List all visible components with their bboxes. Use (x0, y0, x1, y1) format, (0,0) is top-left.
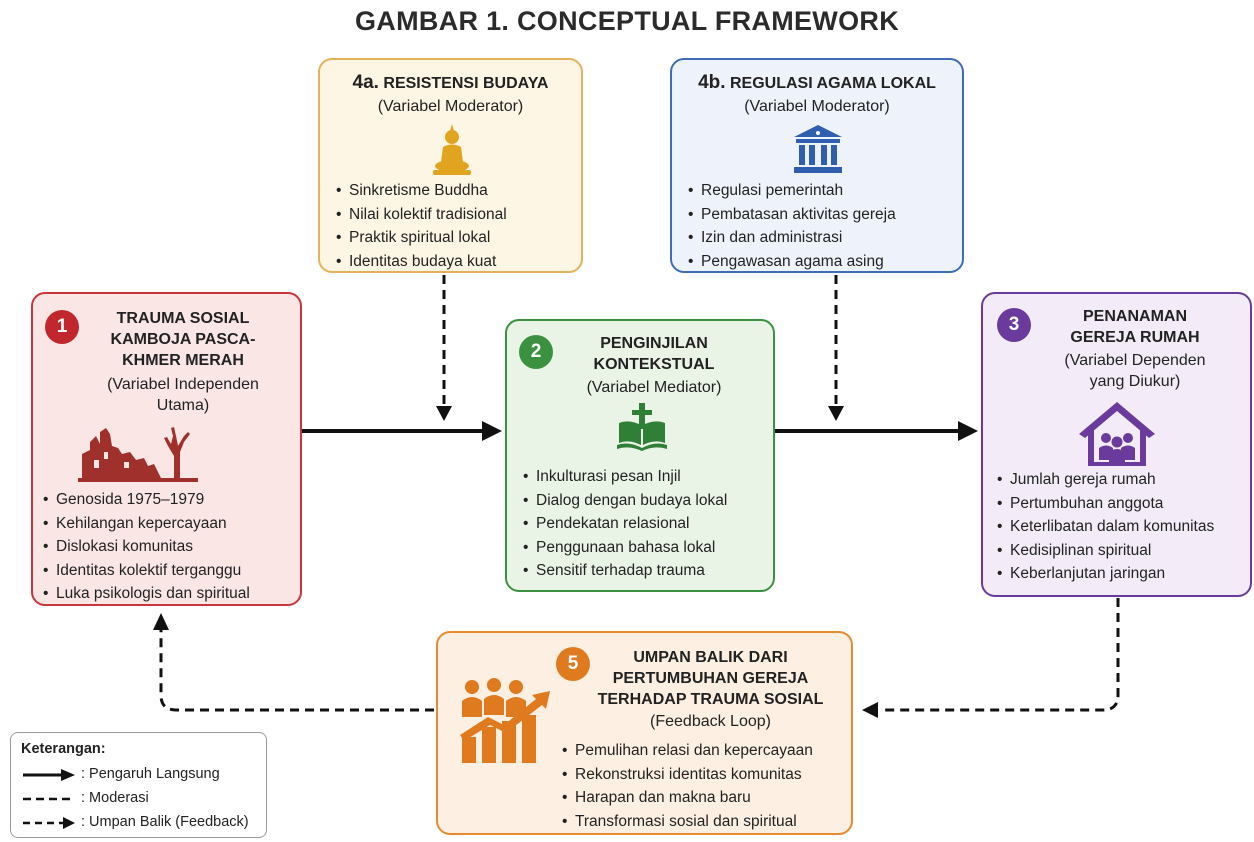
list-item: Transformasi sosial dan spiritual (562, 810, 813, 834)
penginjilan-kontekstual-box: 2 PENGINJILAN KONTEKSTUAL (Variabel Medi… (505, 319, 775, 592)
page-title: GAMBAR 1. CONCEPTUAL FRAMEWORK (355, 6, 899, 36)
box-5-title-line: PERTUMBUHAN GEREJA (612, 670, 809, 687)
bible-cross-icon (617, 403, 667, 451)
growth-people-icon (460, 678, 550, 763)
box-5-title-line: UMPAN BALIK DARI (633, 649, 788, 666)
number-badge-3: 3 (997, 308, 1031, 342)
house-church-icon (1079, 402, 1155, 466)
umpan-balik-box: 5 UMPAN BALIK DARI PERTUMBUHAN GEREJA TE… (436, 631, 853, 835)
list-item: Pengawasan agama asing (688, 250, 896, 274)
dashed-line-icon (23, 797, 75, 801)
list-item: Praktik spiritual lokal (336, 226, 507, 250)
legend-title: Keterangan: (21, 741, 106, 757)
box-3-title-line: PENANAMAN (1083, 308, 1187, 325)
list-item: Pembatasan aktivitas gereja (688, 203, 896, 227)
box-3-subtitle-line: (Variabel Dependen (1064, 352, 1206, 369)
list-item: Luka psikologis dan spiritual (43, 582, 250, 606)
list-item: Nilai kolektif tradisional (336, 203, 507, 227)
list-item: Pendekatan relasional (523, 512, 727, 536)
number-badge-5: 5 (556, 647, 590, 681)
list-item: Keterlibatan dalam komunitas (997, 515, 1214, 539)
list-item: Izin dan administrasi (688, 226, 896, 250)
list-item: Sinkretisme Buddha (336, 179, 507, 203)
regulasi-agama-box: 4b. REGULASI AGAMA LOKAL (Variabel Moder… (670, 58, 964, 273)
box-4a-label: 4a. (352, 72, 379, 93)
trauma-sosial-box: 1 TRAUMA SOSIAL KAMBOJA PASCA- KHMER MER… (31, 292, 302, 606)
list-item: Jumlah gereja rumah (997, 468, 1214, 492)
list-item: Pertumbuhan anggota (997, 492, 1214, 516)
number-badge-2: 2 (519, 335, 553, 369)
box-5-subtitle: (Feedback Loop) (650, 713, 771, 730)
box-4a-title: RESISTENSI BUDAYA (383, 75, 549, 92)
list-item: Rekonstruksi identitas komunitas (562, 763, 813, 787)
list-item: Penggunaan bahasa lokal (523, 536, 727, 560)
list-item: Identitas budaya kuat (336, 250, 507, 274)
list-item: Harapan dan makna baru (562, 786, 813, 810)
legend: Keterangan: : Pengaruh Langsung : Modera… (10, 732, 267, 838)
legend-label: : Umpan Balik (Feedback) (81, 814, 249, 830)
arrow-1-to-2 (302, 421, 502, 441)
list-item: Sensitif terhadap trauma (523, 559, 727, 583)
moderation-arrow-4a (436, 275, 452, 421)
box-1-subtitle-line: Utama) (156, 397, 210, 414)
list-item: Kedisiplinan spiritual (997, 539, 1214, 563)
list-item: Identitas kolektif terganggu (43, 559, 250, 583)
box-1-title-line: KAMBOJA PASCA- (110, 331, 256, 348)
box-3-subtitle-line: yang Diukur) (1089, 373, 1181, 390)
number-badge-1: 1 (45, 310, 79, 344)
box-1-title-line: KHMER MERAH (122, 352, 244, 369)
box-4b-label: 4b. (698, 72, 726, 93)
resistensi-budaya-box: 4a. RESISTENSI BUDAYA (Variabel Moderato… (318, 58, 583, 273)
feedback-arrow-5-to-1 (153, 613, 434, 712)
box-4b-title: REGULASI AGAMA LOKAL (729, 75, 936, 92)
list-item: Dislokasi komunitas (43, 535, 250, 559)
list-item: Kehilangan kepercayaan (43, 512, 250, 536)
ruins-icon (78, 427, 198, 482)
solid-arrow-icon (23, 769, 75, 781)
box-2-title-line: PENGINJILAN (600, 335, 708, 352)
list-item: Pemulihan relasi dan kepercayaan (562, 739, 813, 763)
list-item: Inkulturasi pesan Injil (523, 465, 727, 489)
list-item: Keberlanjutan jaringan (997, 562, 1214, 586)
legend-label: : Pengaruh Langsung (81, 766, 220, 782)
box-1-title-line: TRAUMA SOSIAL (116, 310, 250, 327)
box-1-subtitle-line: (Variabel Independen (107, 376, 259, 393)
moderation-arrow-4b (828, 275, 844, 421)
box-2-title-line: KONTEKSTUAL (593, 356, 715, 373)
penanaman-gereja-box: 3 PENANAMAN GEREJA RUMAH (Variabel Depen… (981, 292, 1252, 597)
box-3-title-line: GEREJA RUMAH (1070, 329, 1200, 346)
buddha-icon (433, 124, 471, 175)
list-item: Genosida 1975–1979 (43, 488, 250, 512)
government-building-icon (794, 125, 842, 173)
box-2-subtitle: (Variabel Mediator) (586, 379, 722, 396)
feedback-arrow-3-to-5 (862, 598, 1120, 718)
list-item: Regulasi pemerintah (688, 179, 896, 203)
box-5-title-line: TERHADAP TRAUMA SOSIAL (597, 691, 824, 708)
legend-label: : Moderasi (81, 790, 149, 806)
dashed-arrow-icon (23, 817, 75, 829)
box-4b-subtitle: (Variabel Moderator) (744, 98, 890, 115)
arrow-2-to-3 (775, 421, 978, 441)
list-item: Dialog dengan budaya lokal (523, 489, 727, 513)
box-4a-subtitle: (Variabel Moderator) (377, 98, 524, 115)
